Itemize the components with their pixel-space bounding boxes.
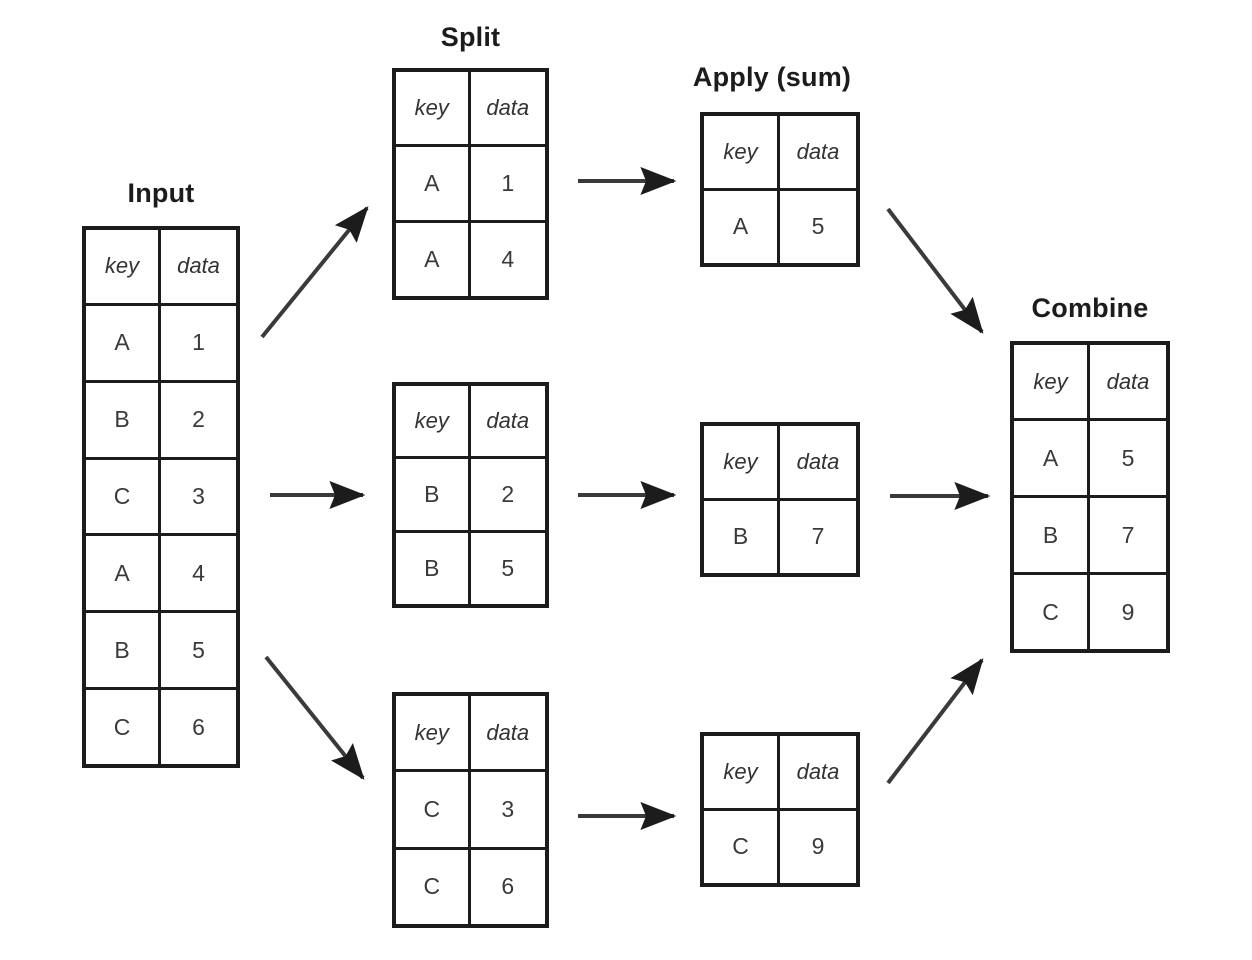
table-header-row: key data — [704, 426, 856, 501]
apply-table-c: key data C 9 — [700, 732, 860, 887]
cell-key: C — [86, 459, 161, 534]
table-row: A 5 — [704, 190, 856, 263]
table-row: B 5 — [396, 533, 545, 604]
table-row: B 5 — [86, 613, 236, 691]
cell-data: 5 — [811, 213, 825, 240]
arrow-apply-a-to-combine — [886, 207, 984, 334]
combine-title: Combine — [1031, 293, 1149, 323]
column-header-data: data — [486, 719, 530, 745]
cell-data: 9 — [1121, 598, 1135, 625]
table-row: C 9 — [704, 810, 856, 883]
combine-table: key data A 5 B 7 C 9 — [1010, 341, 1170, 653]
apply-title: Apply (sum) — [692, 62, 852, 92]
column-header-key: key — [704, 736, 780, 808]
split-table-c: key data C 3 C 6 — [392, 692, 549, 928]
column-header-key: key — [396, 696, 471, 770]
table-header-row: key data — [704, 736, 856, 811]
cell-key: A — [396, 223, 471, 296]
cell-data: 3 — [192, 483, 205, 509]
split-title: Split — [440, 22, 501, 52]
column-header-key: key — [704, 116, 780, 188]
column-header-data: data — [796, 448, 840, 474]
table-row: A 1 — [396, 147, 545, 223]
column-header-data: data — [486, 95, 530, 120]
cell-data: 5 — [501, 555, 515, 581]
column-header-data: data — [796, 758, 840, 784]
split-table-b: key data B 2 B 5 — [392, 382, 549, 608]
cell-data: 7 — [1121, 521, 1135, 548]
cell-key: B — [86, 613, 161, 688]
cell-data: 1 — [192, 329, 205, 356]
cell-data: 2 — [501, 481, 515, 507]
cell-data: 1 — [501, 170, 515, 196]
cell-key: C — [1014, 575, 1090, 649]
arrow-input-to-split-a — [260, 206, 369, 339]
cell-data: 5 — [1121, 444, 1135, 471]
input-table: key data A 1 B 2 C 3 A 4 B 5 C 6 — [82, 226, 240, 768]
table-row: A 4 — [86, 536, 236, 614]
column-header-key: key — [396, 386, 471, 456]
split-table-a: key data A 1 A 4 — [392, 68, 549, 300]
cell-data: 5 — [192, 636, 205, 663]
table-row: C 6 — [86, 690, 236, 765]
table-row: B 2 — [396, 459, 545, 533]
table-row: B 2 — [86, 382, 236, 460]
cell-key: B — [396, 533, 471, 604]
cell-key: C — [704, 810, 780, 883]
cell-key: A — [86, 536, 161, 611]
cell-key: A — [704, 190, 780, 263]
cell-data: 6 — [501, 873, 515, 900]
cell-key: A — [86, 305, 161, 380]
column-header-data: data — [1106, 368, 1150, 394]
table-row: A 1 — [86, 305, 236, 383]
cell-data: 4 — [501, 246, 515, 272]
table-header-row: key data — [396, 696, 545, 773]
cell-data: 9 — [811, 833, 825, 860]
table-row: C 9 — [1014, 575, 1166, 649]
column-header-key: key — [86, 230, 161, 303]
cell-key: A — [396, 147, 471, 220]
table-row: B 7 — [704, 500, 856, 573]
column-header-key: key — [1014, 345, 1090, 418]
cell-key: A — [1014, 421, 1090, 495]
cell-key: B — [1014, 498, 1090, 572]
arrow-input-to-split-c — [264, 655, 365, 780]
table-row: C 3 — [396, 772, 545, 850]
table-row: A 4 — [396, 223, 545, 296]
table-header-row: key data — [396, 386, 545, 459]
table-header-row: key data — [1014, 345, 1166, 421]
column-header-key: key — [396, 72, 471, 144]
table-row: C 6 — [396, 849, 545, 924]
cell-key: C — [396, 772, 471, 847]
table-header-row: key data — [396, 72, 545, 147]
cell-key: C — [396, 849, 471, 924]
table-header-row: key data — [704, 116, 856, 191]
table-row: C 3 — [86, 459, 236, 537]
column-header-data: data — [486, 408, 530, 433]
table-row: B 7 — [1014, 498, 1166, 575]
cell-data: 2 — [192, 406, 205, 433]
input-title: Input — [127, 178, 195, 208]
cell-key: C — [86, 690, 161, 765]
column-header-key: key — [704, 426, 780, 498]
column-header-data: data — [796, 138, 840, 164]
cell-key: B — [704, 500, 780, 573]
column-header-data: data — [177, 253, 220, 279]
apply-table-b: key data B 7 — [700, 422, 860, 577]
cell-key: B — [86, 382, 161, 457]
cell-data: 3 — [501, 795, 515, 822]
table-row: A 5 — [1014, 421, 1166, 498]
cell-data: 6 — [192, 713, 205, 740]
cell-data: 7 — [811, 523, 825, 550]
apply-table-a: key data A 5 — [700, 112, 860, 267]
arrow-apply-c-to-combine — [886, 658, 984, 785]
table-header-row: key data — [86, 230, 236, 306]
cell-data: 4 — [192, 559, 205, 586]
cell-key: B — [396, 459, 471, 530]
